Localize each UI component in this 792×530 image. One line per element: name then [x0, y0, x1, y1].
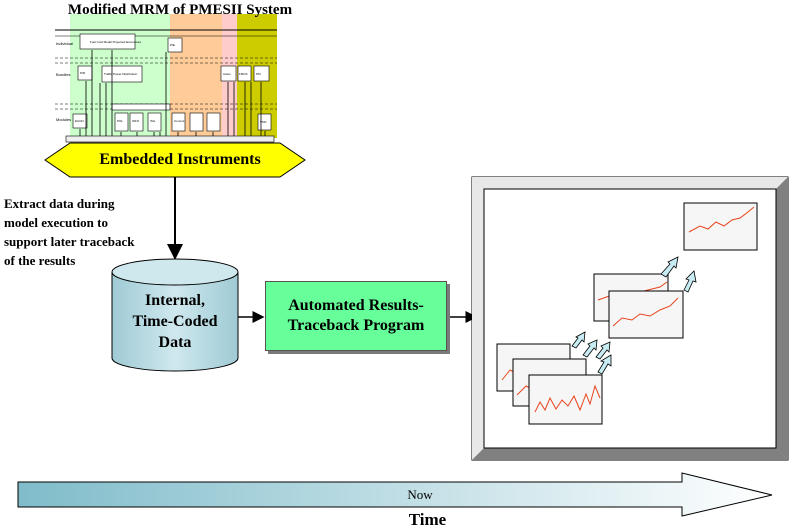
mrm-box-m5 — [189, 112, 204, 132]
mrm-row-label-1: Bundles — [56, 72, 70, 77]
embedded-instruments-label: Embedded Instruments — [99, 151, 261, 168]
mrm-base-bar — [65, 135, 275, 143]
mrm-box-text-0: Fuel Cost Model Projected Economies — [90, 40, 142, 44]
extract-note: Extract data during model execution to s… — [4, 194, 179, 270]
trace-chart-top — [683, 202, 758, 251]
mrm-box-text-3: PIR — [80, 71, 86, 75]
mrm-row-label-2: Modules — [56, 117, 71, 122]
data-store-cylinder — [111, 258, 239, 372]
mrm-box-text-9: INFO — [132, 119, 140, 123]
program-label-line: Automated Results- — [288, 297, 424, 314]
mrm-box-text-7: ECON — [75, 119, 84, 123]
mrm-box-text-11: Comms — [174, 119, 185, 123]
mrm-box-texts: Fuel Cost Model Projected Economies PIE … — [75, 40, 268, 124]
extract-note-line: of the results — [4, 253, 76, 268]
mrm-box-text-4: Autos — [223, 72, 231, 76]
mrm-title: Modified MRM of PMESII System — [67, 2, 293, 18]
mrm-arrows — [79, 50, 266, 136]
extract-note-line: Extract data during — [4, 196, 115, 211]
mrm-box-grouping — [111, 103, 171, 111]
block-arrow-3 — [595, 341, 611, 360]
program-label-line: Traceback Program — [287, 317, 425, 334]
trace-charts — [496, 202, 758, 425]
trace-chart-mid-front — [608, 290, 684, 339]
data-store-label: Internal, Time-Coded Data — [110, 290, 240, 353]
mrm-box-pm — [253, 65, 270, 82]
mrm-box-text-8: POL — [117, 119, 123, 123]
mrm-box-m2 — [129, 112, 144, 132]
time-arrow — [17, 472, 773, 517]
embedded-instruments-banner — [44, 142, 306, 178]
mrm-box-text-10: ISG — [150, 119, 156, 123]
data-store-label-line: Time-Coded — [132, 313, 218, 330]
now-label: Now — [407, 487, 433, 502]
data-store-label-line: Data — [158, 334, 192, 351]
mrm-box-m6 — [206, 112, 221, 132]
mrm-box-fmcs — [237, 65, 252, 82]
time-axis-label: Time — [408, 510, 447, 529]
block-arrow-2 — [582, 339, 598, 358]
mrm-box-m1 — [114, 112, 129, 132]
mrm-box-text-6: PM — [256, 72, 261, 76]
mrm-box-m3 — [147, 112, 162, 132]
mrm-box-pie — [167, 37, 183, 53]
trace-chart-low-3 — [528, 374, 603, 425]
data-store-label-line: Internal, — [145, 292, 205, 309]
mrm-box-text-2: Traffic Power Distribution — [104, 72, 138, 76]
mrm-diagram: Individual Bundles Modules Fuel Cost Mod… — [55, 14, 277, 143]
trace-block-arrows — [571, 256, 697, 375]
mrm-box-fuel-cost — [79, 33, 136, 50]
mrm-box-text-1: PIE — [170, 43, 175, 47]
mrm-box-text-12: VMC — [260, 120, 268, 124]
extract-note-line: support later traceback — [4, 234, 135, 249]
mrm-box-autos — [220, 65, 237, 82]
block-arrow-1 — [571, 331, 586, 349]
traceback-program-box: Automated Results- Traceback Program — [265, 281, 447, 351]
block-arrow-6 — [683, 270, 697, 293]
extract-note-line: model execution to — [4, 215, 108, 230]
mrm-box-m4 — [171, 112, 186, 132]
mrm-boxes — [65, 33, 275, 143]
block-arrow-5 — [660, 256, 679, 278]
mrm-row-label-0: Individual — [56, 41, 73, 46]
mrm-box-econ — [72, 113, 88, 129]
mrm-box-text-5: FMCS — [239, 72, 248, 76]
block-arrow-4 — [597, 354, 612, 375]
